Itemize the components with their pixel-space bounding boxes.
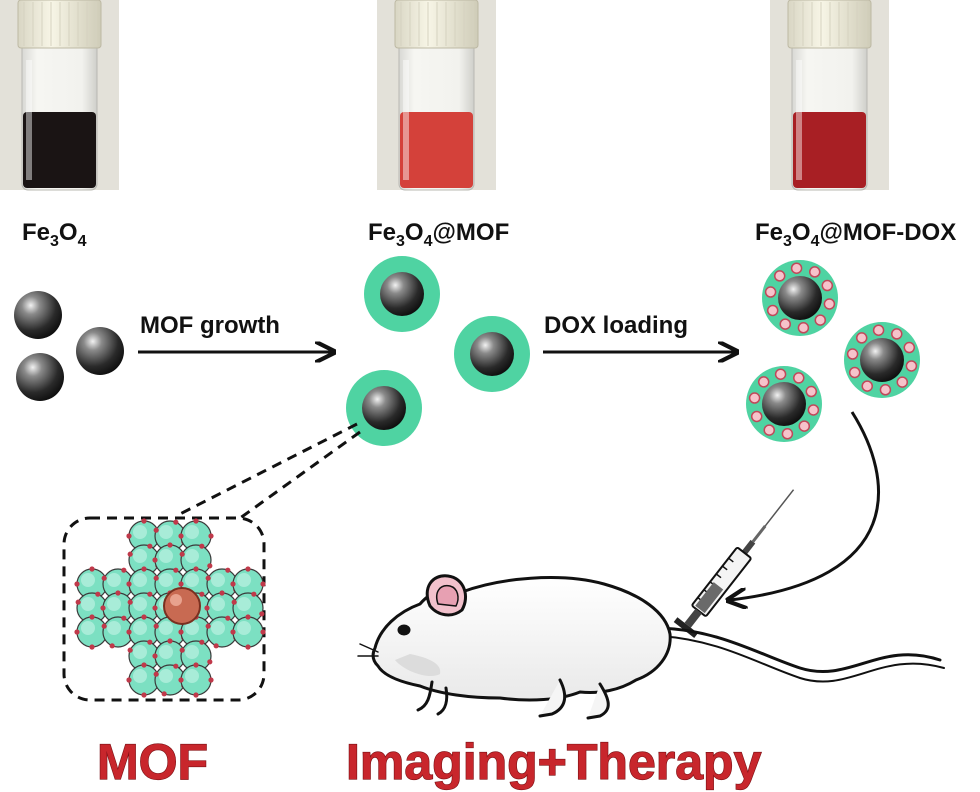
dox-molecule <box>773 270 786 282</box>
vial-liquid <box>400 112 473 188</box>
fe3o4-mof-dox-particle <box>844 322 920 398</box>
fe3o4-mof-dox-particle <box>762 260 838 336</box>
dox-molecule <box>861 380 873 392</box>
mof-crystal-structure <box>74 518 266 698</box>
mouse-tail-inner <box>659 635 945 683</box>
dox-molecule <box>896 376 909 388</box>
fe3o4-mof-dox-vial <box>770 0 889 191</box>
imaging-therapy-caption: Imaging+Therapy <box>346 734 762 790</box>
mof-cage <box>205 615 239 649</box>
injection-arrow <box>730 411 880 600</box>
dox-molecule <box>848 366 861 379</box>
dox-molecule <box>797 322 810 334</box>
fe3o4-mof-particle <box>364 256 440 332</box>
mouse-eye <box>397 624 411 636</box>
dox-molecule <box>798 420 811 432</box>
dox-molecule <box>750 410 763 423</box>
zoom-callout-lines <box>62 422 361 702</box>
mouse-tail <box>658 626 942 674</box>
mouse-illustration <box>357 574 945 720</box>
fe3o4-core <box>778 276 822 320</box>
vial-photos <box>0 0 889 191</box>
fe3o4-particle <box>16 353 64 401</box>
fe3o4-mof-particle <box>346 370 422 446</box>
mof-cage <box>126 662 162 698</box>
dox-molecule <box>757 376 770 388</box>
dox-molecule <box>766 304 779 317</box>
dox-molecule <box>763 424 775 436</box>
mof-cage <box>74 614 110 650</box>
fe3o4-core <box>380 272 424 316</box>
fe3o4-core <box>762 382 806 426</box>
mof-cage <box>230 566 266 602</box>
fe3o4-core <box>860 338 904 382</box>
vial-liquid <box>793 112 866 188</box>
syringe-icon <box>673 489 795 638</box>
dox-molecule <box>809 266 821 278</box>
mof-cage <box>179 639 213 673</box>
mouse-cheek <box>395 654 441 677</box>
fe3o4-core <box>470 332 514 376</box>
label-fe3o4-mof-dox: Fe3O4@MOF-DOX <box>755 219 956 250</box>
fe3o4-particle <box>14 291 62 339</box>
mouse-body <box>371 576 672 702</box>
dox-molecule <box>814 314 827 326</box>
dox-molecule <box>774 368 787 380</box>
dox-molecule <box>903 341 916 354</box>
fe3o4-mof-particle <box>454 316 530 392</box>
step-mof-growth-label: MOF growth <box>140 312 280 339</box>
mouse-front-leg <box>416 680 449 716</box>
mof-cage <box>178 662 214 698</box>
mof-cage <box>205 567 239 601</box>
mof-cage <box>75 591 109 625</box>
mof-cage <box>178 518 214 554</box>
dox-molecule <box>872 324 885 336</box>
dox-molecule <box>790 262 803 274</box>
dox-molecule <box>781 428 794 440</box>
label-fe3o4-mof: Fe3O4@MOF <box>368 219 509 250</box>
dox-molecule <box>879 384 892 396</box>
fe3o4-particle <box>76 327 124 375</box>
mouse-hind-leg <box>538 678 610 720</box>
mof-caption: MOF <box>97 734 208 790</box>
mof-cage <box>152 638 188 674</box>
dox-molecule <box>821 279 834 292</box>
dox-molecule <box>764 286 777 298</box>
dox-molecule <box>846 348 859 360</box>
dox-molecule <box>748 392 761 404</box>
mof-cage <box>101 615 135 649</box>
mof-cage <box>127 543 161 577</box>
dox-molecule <box>855 332 868 344</box>
fe3o4-mof-vial <box>377 0 496 191</box>
fe3o4-core <box>362 386 406 430</box>
fe3o4-vial <box>0 0 119 191</box>
fe3o4-mof-dox-particles <box>746 260 920 442</box>
step-dox-loading-label: DOX loading <box>544 312 688 339</box>
mof-zoom-box <box>62 516 266 702</box>
mof-cage <box>126 566 162 602</box>
dox-molecule <box>807 404 820 416</box>
vial-liquid <box>23 112 96 188</box>
dox-molecule <box>793 372 805 384</box>
dox-molecule <box>779 318 791 330</box>
mouse-ear-inner <box>436 584 459 607</box>
label-fe3o4: Fe3O4 <box>22 219 87 250</box>
fe3o4-mof-particles <box>346 256 530 446</box>
dox-molecule <box>823 298 836 310</box>
dox-molecule <box>891 328 903 340</box>
mof-cage <box>231 591 265 625</box>
dox-molecule <box>805 385 818 398</box>
dox-molecule <box>905 360 918 372</box>
mof-pore-drug <box>163 587 201 625</box>
mof-cage <box>230 614 266 650</box>
fe3o4-particles <box>14 291 124 401</box>
fe3o4-mof-dox-particle <box>746 366 822 442</box>
